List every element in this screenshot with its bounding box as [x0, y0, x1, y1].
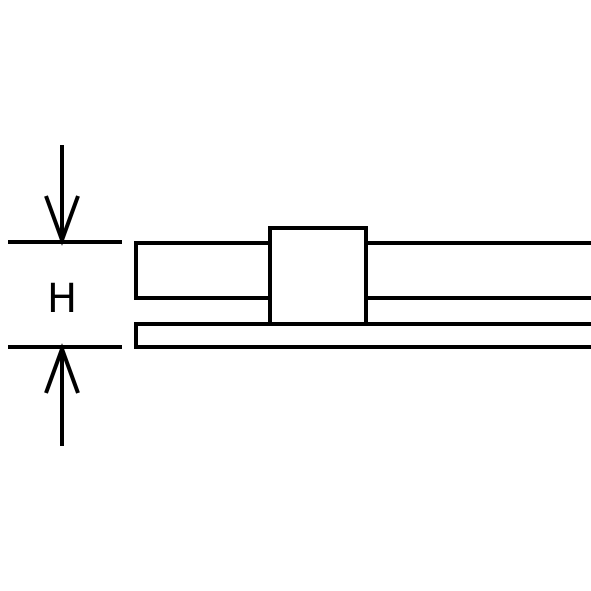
upper-strip-left	[134, 241, 270, 300]
bottom-arrowhead	[44, 343, 80, 394]
center-block	[268, 226, 368, 326]
lower-strip-left	[134, 322, 591, 349]
bottom-dimension-arrow	[44, 343, 80, 446]
top-dimension-arrow	[44, 145, 80, 246]
dimension-label: H	[47, 276, 77, 322]
